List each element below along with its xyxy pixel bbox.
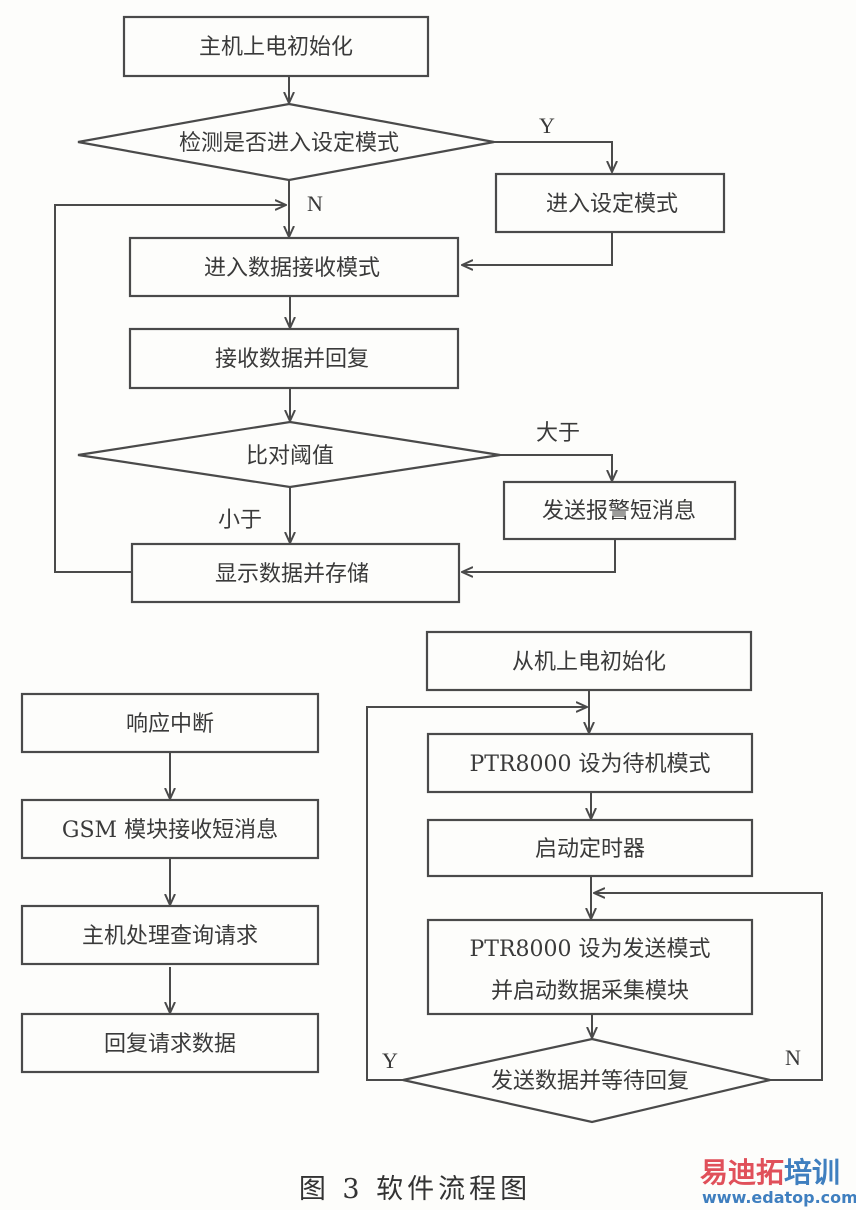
label-yes: Y <box>539 113 555 138</box>
slave-label-no: N <box>785 1045 801 1070</box>
arrow-no-loop-to-send-mode <box>594 893 823 1081</box>
master-flow: 主机上电初始化 检测是否进入设定模式 Y 进入设定模式 N 进入数据接收模式 接… <box>54 15 737 604</box>
reply-data-label: 回复请求数据 <box>104 1032 236 1057</box>
interrupt-flow: 响应中断 GSM 模块接收短消息 主机处理查询请求 回复请求数据 <box>20 692 320 1074</box>
process-query-label: 主机处理查询请求 <box>82 924 258 949</box>
send-mode-label-line1: PTR8000 设为发送模式 <box>469 937 710 962</box>
reply-data-box <box>20 1012 320 1074</box>
enter-setting-label: 进入设定模式 <box>546 192 678 217</box>
arrow-yes-to-setting <box>494 141 612 172</box>
watermark-brand-red: 易迪拓培训 <box>700 1156 840 1189</box>
slave-label-yes: Y <box>382 1048 398 1073</box>
gsm-receive-label: GSM 模块接收短消息 <box>62 818 278 843</box>
receive-reply-label: 接收数据并回复 <box>215 347 369 372</box>
arrow-loop-back-to-receive <box>54 205 286 573</box>
master-init-label: 主机上电初始化 <box>199 35 353 60</box>
send-mode-box <box>426 918 754 1016</box>
arrow-greater-to-alarm <box>500 454 612 481</box>
arrow-yes-loop-to-standby <box>366 707 587 1081</box>
master-init-box <box>122 15 430 78</box>
watermark-brand-part1: 易迪拓 <box>700 1156 784 1189</box>
send-alarm-label: 发送报警短消息 <box>542 499 696 524</box>
label-less: 小于 <box>218 508 262 533</box>
enter-receive-box <box>128 236 460 298</box>
check-setting-label: 检测是否进入设定模式 <box>179 131 399 156</box>
arrow-setting-to-receive <box>462 232 613 265</box>
watermark-logo: 易迪拓培训 www.edatop.com <box>700 1156 856 1207</box>
standby-label: PTR8000 设为待机模式 <box>469 752 710 777</box>
send-wait-diamond <box>402 1037 771 1124</box>
enter-receive-label: 进入数据接收模式 <box>204 256 380 281</box>
watermark-brand-part2: 培训 <box>784 1156 840 1189</box>
send-alarm-box <box>502 480 737 541</box>
label-greater: 大于 <box>536 421 580 446</box>
process-query-box <box>20 904 320 966</box>
send-mode-label-line2: 并启动数据采集模块 <box>491 979 689 1004</box>
respond-interrupt-label: 响应中断 <box>126 712 214 737</box>
start-timer-label: 启动定时器 <box>535 837 645 862</box>
receive-reply-box <box>128 327 460 390</box>
label-no: N <box>307 191 323 216</box>
enter-setting-box <box>494 172 726 234</box>
watermark-url: www.edatop.com <box>702 1188 856 1207</box>
compare-threshold-label: 比对阈值 <box>246 444 334 469</box>
display-store-label: 显示数据并存储 <box>215 562 369 587</box>
slave-flow: 从机上电初始化 PTR8000 设为待机模式 启动定时器 PTR8000 设为发… <box>366 630 823 1124</box>
send-wait-label: 发送数据并等待回复 <box>491 1069 689 1094</box>
figure-caption: 图 3 软件流程图 <box>299 1174 531 1205</box>
slave-init-label: 从机上电初始化 <box>512 650 666 675</box>
arrow-alarm-to-display <box>462 539 616 572</box>
